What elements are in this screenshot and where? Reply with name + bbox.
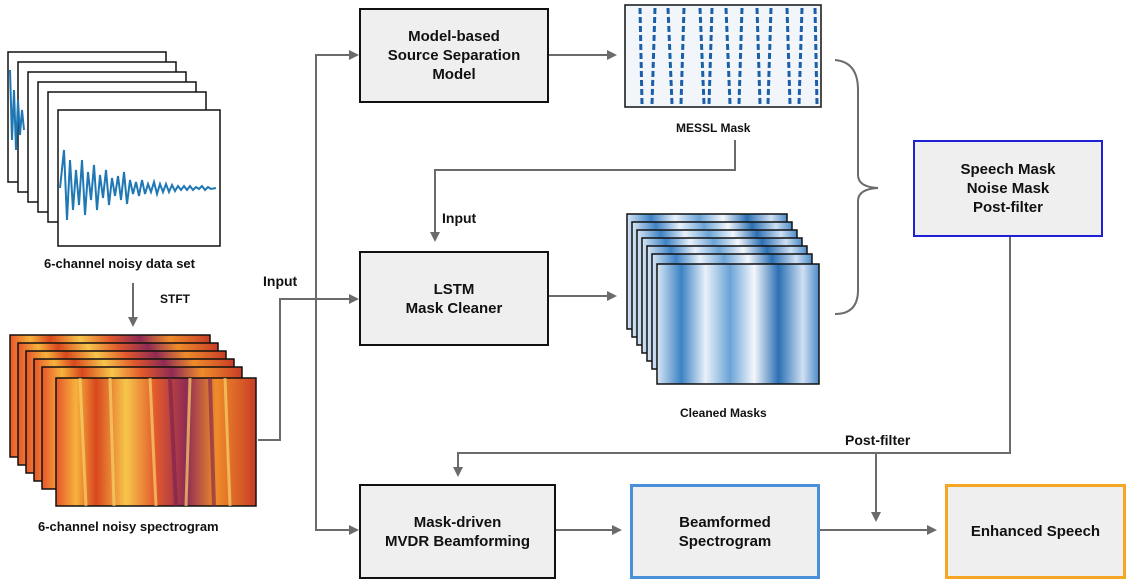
beamformed-spectrogram-box: Beamformed Spectrogram <box>630 484 820 579</box>
input-label-mid: Input <box>442 210 477 226</box>
model-based-separation-box: Model-based Source Separation Model <box>359 8 549 103</box>
spectrogram-stack <box>9 334 257 507</box>
masks-box: Speech Mask Noise Mask Post-filter <box>913 140 1103 237</box>
cleaned-masks-stack <box>626 213 820 385</box>
messl-mask-label: MESSL Mask <box>676 121 751 135</box>
messl-mask-image <box>624 4 822 108</box>
waveform-trace <box>59 149 217 221</box>
cleaned-masks-label: Cleaned Masks <box>680 406 767 420</box>
enhanced-speech-box: Enhanced Speech <box>945 484 1126 579</box>
noisy-spectrogram-label: 6-channel noisy spectrogram <box>38 519 219 534</box>
stft-label: STFT <box>160 292 190 306</box>
noisy-data-label: 6-channel noisy data set <box>44 256 195 271</box>
lstm-mask-cleaner-box: LSTM Mask Cleaner <box>359 251 549 346</box>
input-label-left: Input <box>263 273 298 289</box>
post-filter-label: Post-filter <box>845 432 911 448</box>
waveform-stack <box>7 51 221 247</box>
mvdr-beamforming-box: Mask-driven MVDR Beamforming <box>359 484 556 579</box>
connectors <box>128 50 1011 535</box>
